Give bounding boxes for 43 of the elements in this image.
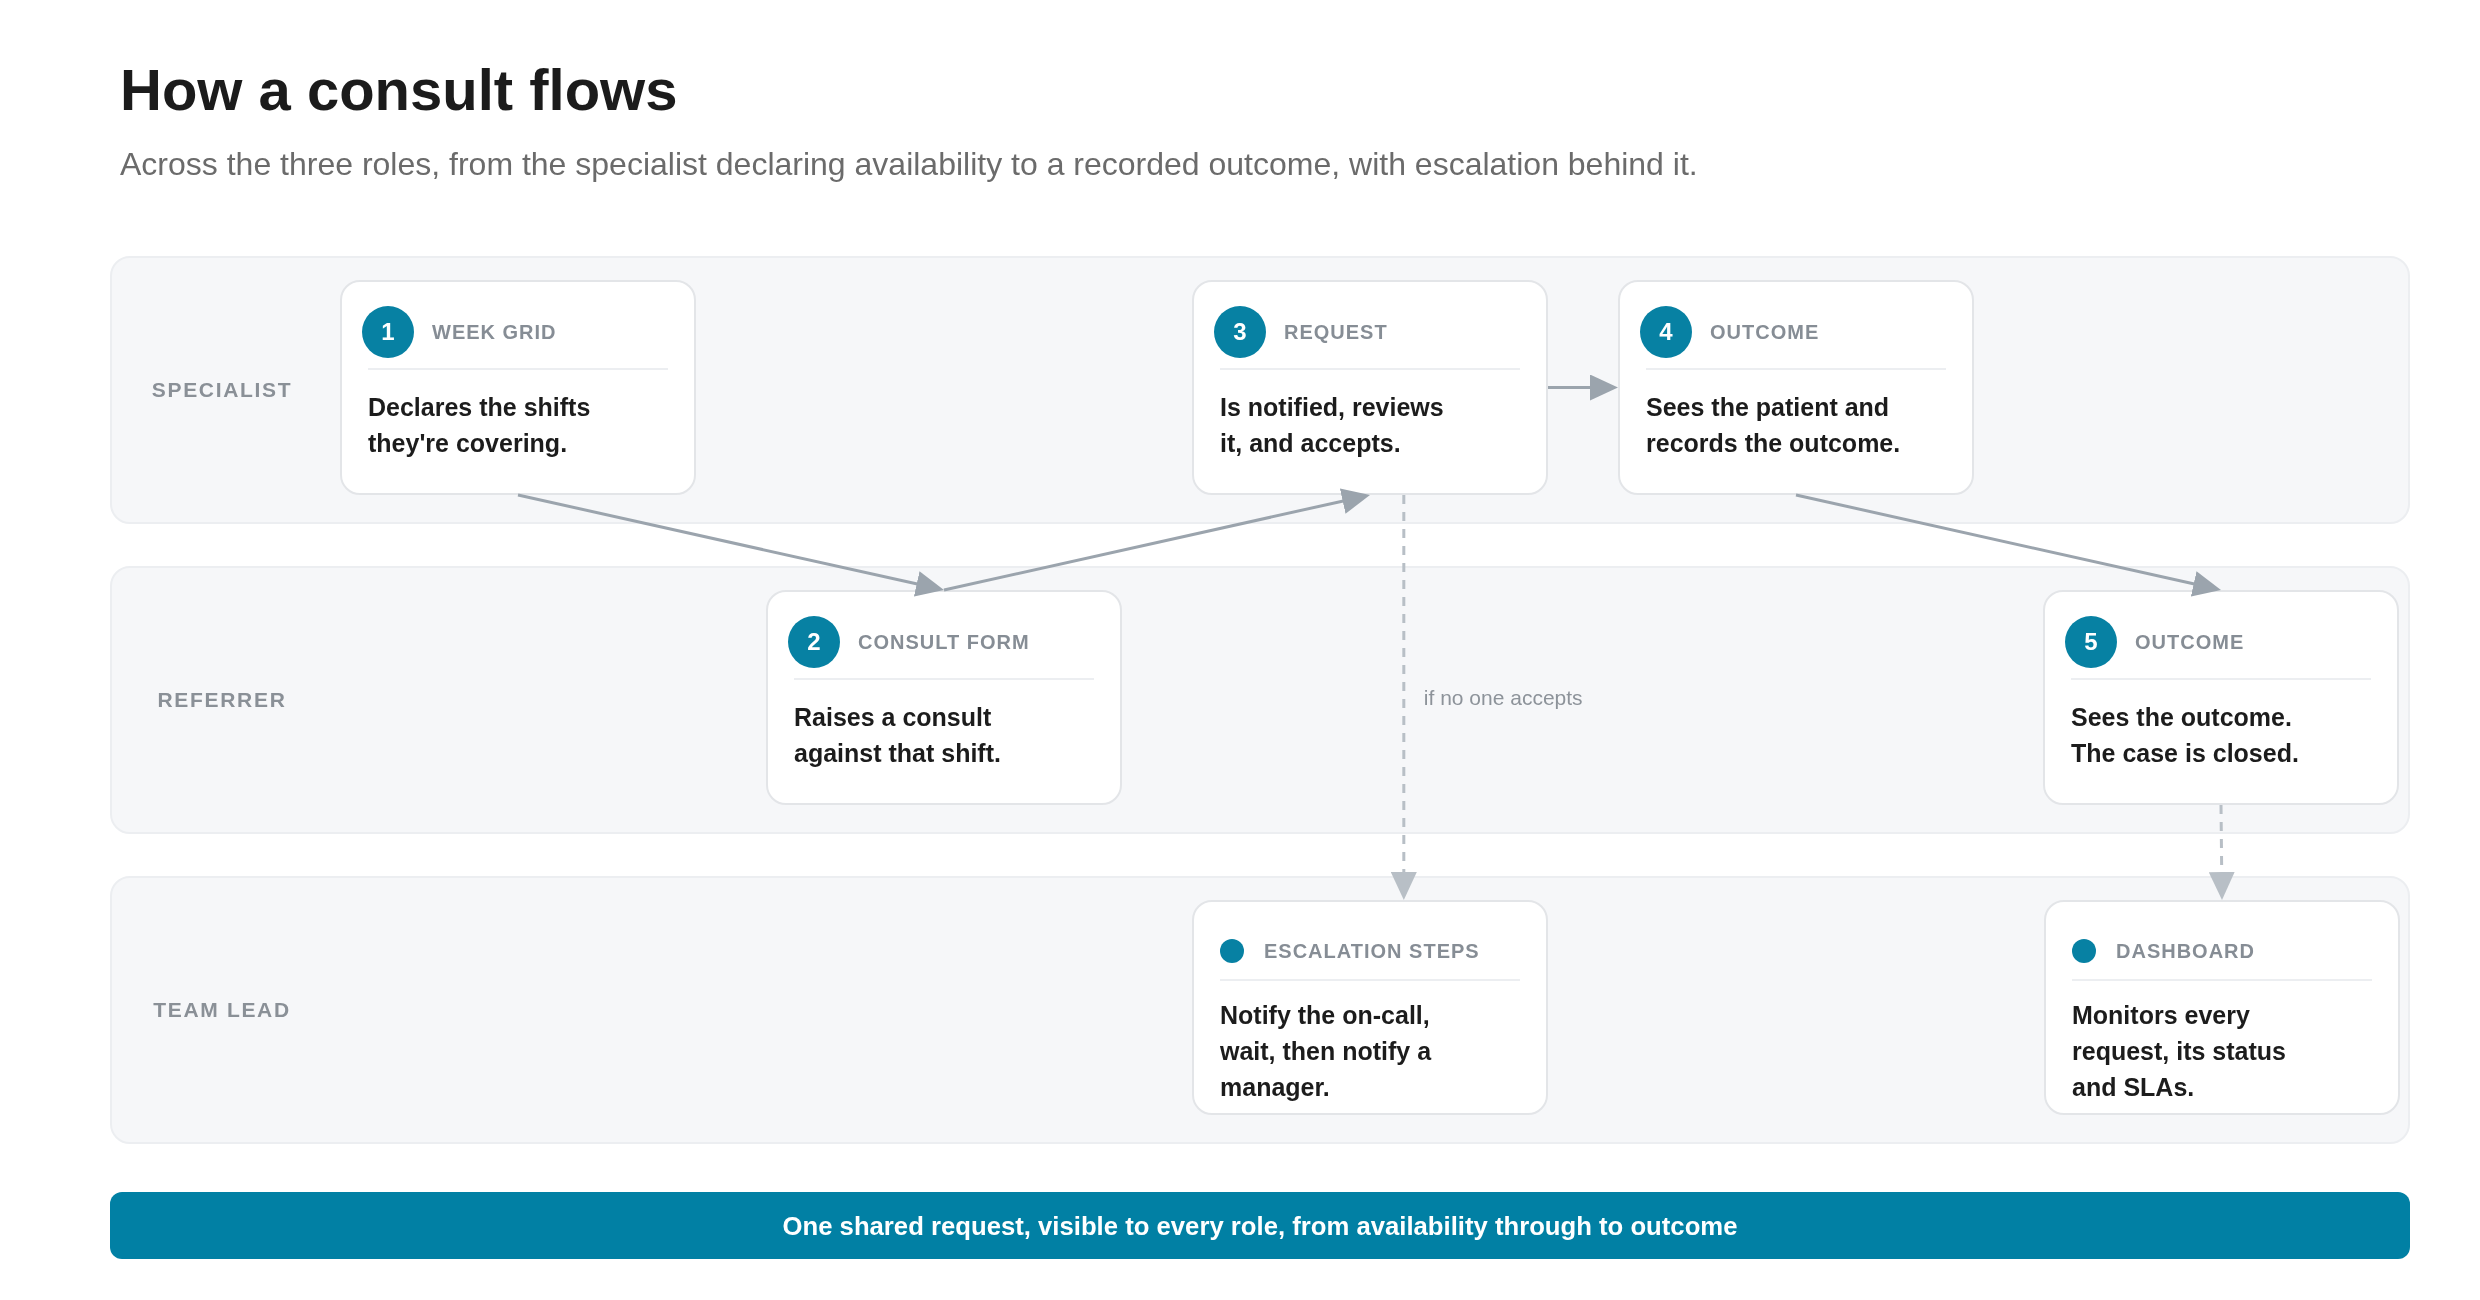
- step-description: Monitors every request, its status and SLAs.: [2072, 1000, 2287, 1103]
- arrow: [943, 488, 1370, 592]
- dashed-arrow: [1390, 495, 1417, 900]
- step-card: [1618, 280, 1974, 495]
- step-number: 1: [362, 306, 414, 358]
- step-description: Is notified, reviews it, and accepts.: [1220, 392, 1445, 459]
- diagram-subtitle: Across the three roles, from the specialist declaring availability to a recorded outcome, with escalation behind it.: [120, 145, 1698, 184]
- step-description: Sees the outcome. The case is closed.: [2071, 702, 2300, 769]
- step-card: [2043, 590, 2399, 805]
- step-number: 2: [788, 616, 840, 668]
- step-title: CONSULT FORM: [858, 630, 1030, 654]
- step-card: [1192, 900, 1548, 1115]
- banner-text: One shared request, visible to every role, from availability through to outcome: [782, 1210, 1738, 1242]
- arrow: [1548, 374, 1618, 401]
- lane-label: REFERRER: [157, 687, 287, 713]
- step-title: OUTCOME: [2135, 630, 2245, 654]
- step-number: 4: [1640, 306, 1692, 358]
- step-description: Declares the shifts they're covering.: [368, 392, 592, 459]
- step-title: WEEK GRID: [432, 320, 557, 344]
- step-title: OUTCOME: [1710, 320, 1820, 344]
- edge-label: if no one accepts: [1423, 684, 1583, 711]
- lane-label: TEAM LEAD: [153, 997, 291, 1023]
- step-title: REQUEST: [1284, 320, 1388, 344]
- summary-banner: [110, 1192, 2410, 1259]
- step-description: Notify the on-call, wait, then notify a manager.: [1220, 1000, 1433, 1103]
- step-card: [340, 280, 696, 495]
- dashed-arrow: [2208, 805, 2235, 900]
- step-description: Sees the patient and records the outcome.: [1646, 392, 1902, 459]
- diagram-title: How a consult flows: [120, 56, 678, 124]
- lane-label: SPECIALIST: [151, 377, 293, 403]
- step-card: [1192, 280, 1548, 495]
- swimlane: [110, 256, 2410, 524]
- step-description: Raises a consult against that shift.: [794, 702, 1002, 769]
- swimlane: [110, 566, 2410, 834]
- step-title: ESCALATION STEPS: [1264, 939, 1480, 963]
- step-card: [2044, 900, 2400, 1115]
- step-number: 5: [2065, 616, 2117, 668]
- arrow: [517, 493, 944, 597]
- step-card: [766, 590, 1122, 805]
- swimlane: [110, 876, 2410, 1144]
- step-number: 3: [1214, 306, 1266, 358]
- arrow: [1795, 493, 2221, 597]
- step-title: DASHBOARD: [2116, 939, 2255, 963]
